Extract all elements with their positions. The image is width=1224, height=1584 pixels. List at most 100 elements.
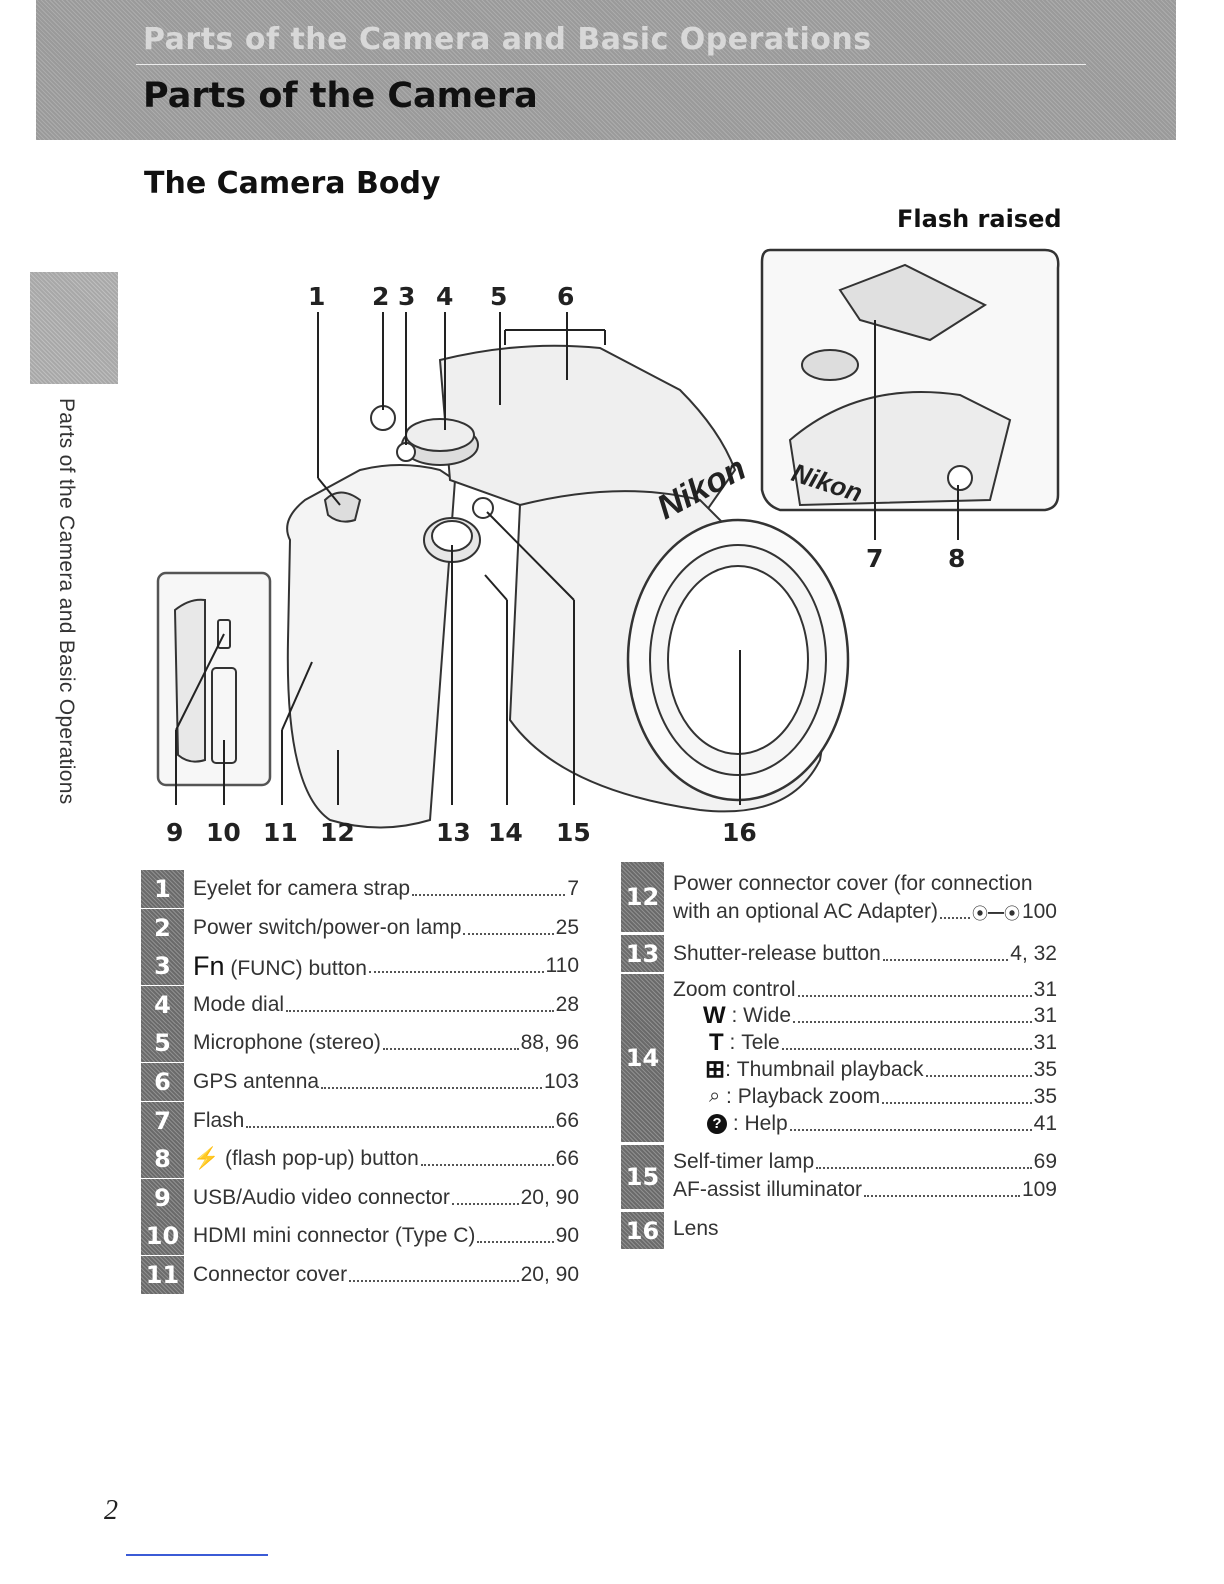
callout-16: 16: [722, 818, 757, 847]
list-item: 9 USB/Audio video connector 20, 90: [141, 1178, 579, 1218]
part-name: Power connector cover (for connection: [673, 871, 1033, 895]
help-icon: ?: [707, 1113, 727, 1134]
part-name: Power switch/power-on lamp: [193, 915, 462, 939]
part-number-badge: 10: [141, 1217, 184, 1256]
part-number-badge: 7: [141, 1101, 184, 1140]
page-ref[interactable]: 110: [545, 954, 579, 978]
list-item: 10 HDMI mini connector (Type C) 90: [141, 1217, 579, 1256]
fn-symbol: Fn: [193, 950, 225, 981]
part-number-badge: 4: [141, 985, 184, 1024]
callout-7: 7: [866, 544, 884, 573]
page-number: 2: [104, 1495, 118, 1526]
part-name: Microphone (stereo): [193, 1031, 381, 1055]
page-ref[interactable]: 90: [555, 1224, 579, 1248]
callout-10: 10: [206, 818, 241, 847]
callout-6: 6: [557, 282, 575, 311]
chapter-banner: Parts of the Camera and Basic Operations…: [36, 0, 1176, 140]
callout-13: 13: [436, 818, 471, 847]
parts-list-right: 12 Power connector cover (for connection…: [621, 862, 1057, 1262]
part-name: Mode dial: [193, 992, 285, 1016]
page-ref[interactable]: 31: [1033, 1030, 1057, 1054]
part-number-badge: 12: [621, 862, 664, 932]
magnify-icon: ⌕: [709, 1085, 721, 1107]
connector-inset: [156, 571, 272, 787]
part-name: Connector cover: [193, 1262, 348, 1286]
part-name: USB/Audio video connector: [193, 1185, 450, 1209]
list-item: 6 GPS antenna 103: [141, 1062, 579, 1102]
page-ref[interactable]: 88, 96: [520, 1031, 579, 1055]
fn-button: [396, 442, 416, 462]
list-item: Lens: [673, 1216, 719, 1240]
page-ref[interactable]: 20, 90: [520, 1185, 579, 1209]
part-number-badge: 8: [141, 1140, 184, 1179]
list-item: 4 Mode dial 28: [141, 985, 579, 1025]
page-ref[interactable]: 28: [555, 992, 579, 1016]
flash-icon: ⚡: [193, 1147, 220, 1171]
page-ref[interactable]: 7: [567, 877, 579, 900]
page-ref[interactable]: 69: [1033, 1149, 1057, 1173]
part-name: HDMI mini connector (Type C): [193, 1224, 476, 1248]
reference-icon: ⦿━⦿: [971, 905, 1020, 923]
part-name: GPS antenna: [193, 1069, 320, 1093]
list-item: 2 Power switch/power-on lamp 25: [141, 908, 579, 948]
flash-raised-title: Flash raised: [897, 205, 1062, 233]
part-number-badge: 13: [621, 935, 664, 972]
part-number-badge: 2: [141, 908, 184, 947]
part-number-badge: 15: [621, 1145, 664, 1209]
page-ref[interactable]: 35: [1033, 1084, 1057, 1108]
callout-12: 12: [320, 818, 355, 847]
list-item: 7 Flash 66: [141, 1101, 579, 1141]
footer-link-line: [126, 1554, 268, 1556]
callout-14: 14: [488, 818, 523, 847]
part-name: (FUNC) button: [224, 956, 367, 980]
page-ref[interactable]: 20, 90: [520, 1262, 579, 1286]
page-ref[interactable]: 66: [555, 1147, 579, 1171]
callout-11: 11: [263, 818, 298, 847]
page-ref[interactable]: 31: [1033, 977, 1057, 1001]
list-item: 8 ⚡ (flash pop-up) button 66: [141, 1140, 579, 1179]
thumbnail-icon: ⊞: [705, 1056, 726, 1083]
part-number-badge: 5: [141, 1024, 184, 1063]
callout-5: 5: [490, 282, 508, 311]
page-ref[interactable]: 35: [1033, 1057, 1057, 1081]
page-ref[interactable]: 41: [1033, 1111, 1057, 1135]
page-ref[interactable]: 25: [555, 915, 579, 939]
tele-symbol: T: [709, 1028, 724, 1056]
page-ref[interactable]: 4, 32: [1010, 941, 1057, 965]
part-number-badge: 9: [141, 1178, 184, 1217]
page-ref[interactable]: 103: [543, 1069, 579, 1093]
page-ref[interactable]: 100: [1021, 899, 1057, 923]
page-ref[interactable]: 66: [555, 1108, 579, 1132]
wide-symbol: W: [703, 1001, 726, 1029]
list-item: with an optional AC Adapter)⦿━⦿100: [673, 899, 1057, 923]
part-number-badge: 16: [621, 1212, 664, 1249]
camera-diagram: Nikon Nikon: [156, 248, 1060, 829]
section-title: The Camera Body: [144, 166, 441, 201]
banner-divider: [136, 64, 1086, 65]
chapter-side-tab: [30, 272, 118, 384]
part-name: Flash: [193, 1108, 245, 1132]
part-number-badge: 6: [141, 1062, 184, 1101]
part-number-badge: 14: [621, 974, 664, 1142]
part-name: (flash pop-up) button: [219, 1147, 419, 1171]
page-title: Parts of the Camera: [143, 76, 538, 116]
chapter-title: Parts of the Camera and Basic Operations: [143, 22, 872, 57]
part-name: Eyelet for camera strap: [193, 877, 411, 900]
callout-1: 1: [308, 282, 326, 311]
callout-2: 2: [372, 282, 390, 311]
page-ref[interactable]: 109: [1021, 1177, 1057, 1201]
callout-15: 15: [556, 818, 591, 847]
page-ref[interactable]: 31: [1033, 1003, 1057, 1027]
